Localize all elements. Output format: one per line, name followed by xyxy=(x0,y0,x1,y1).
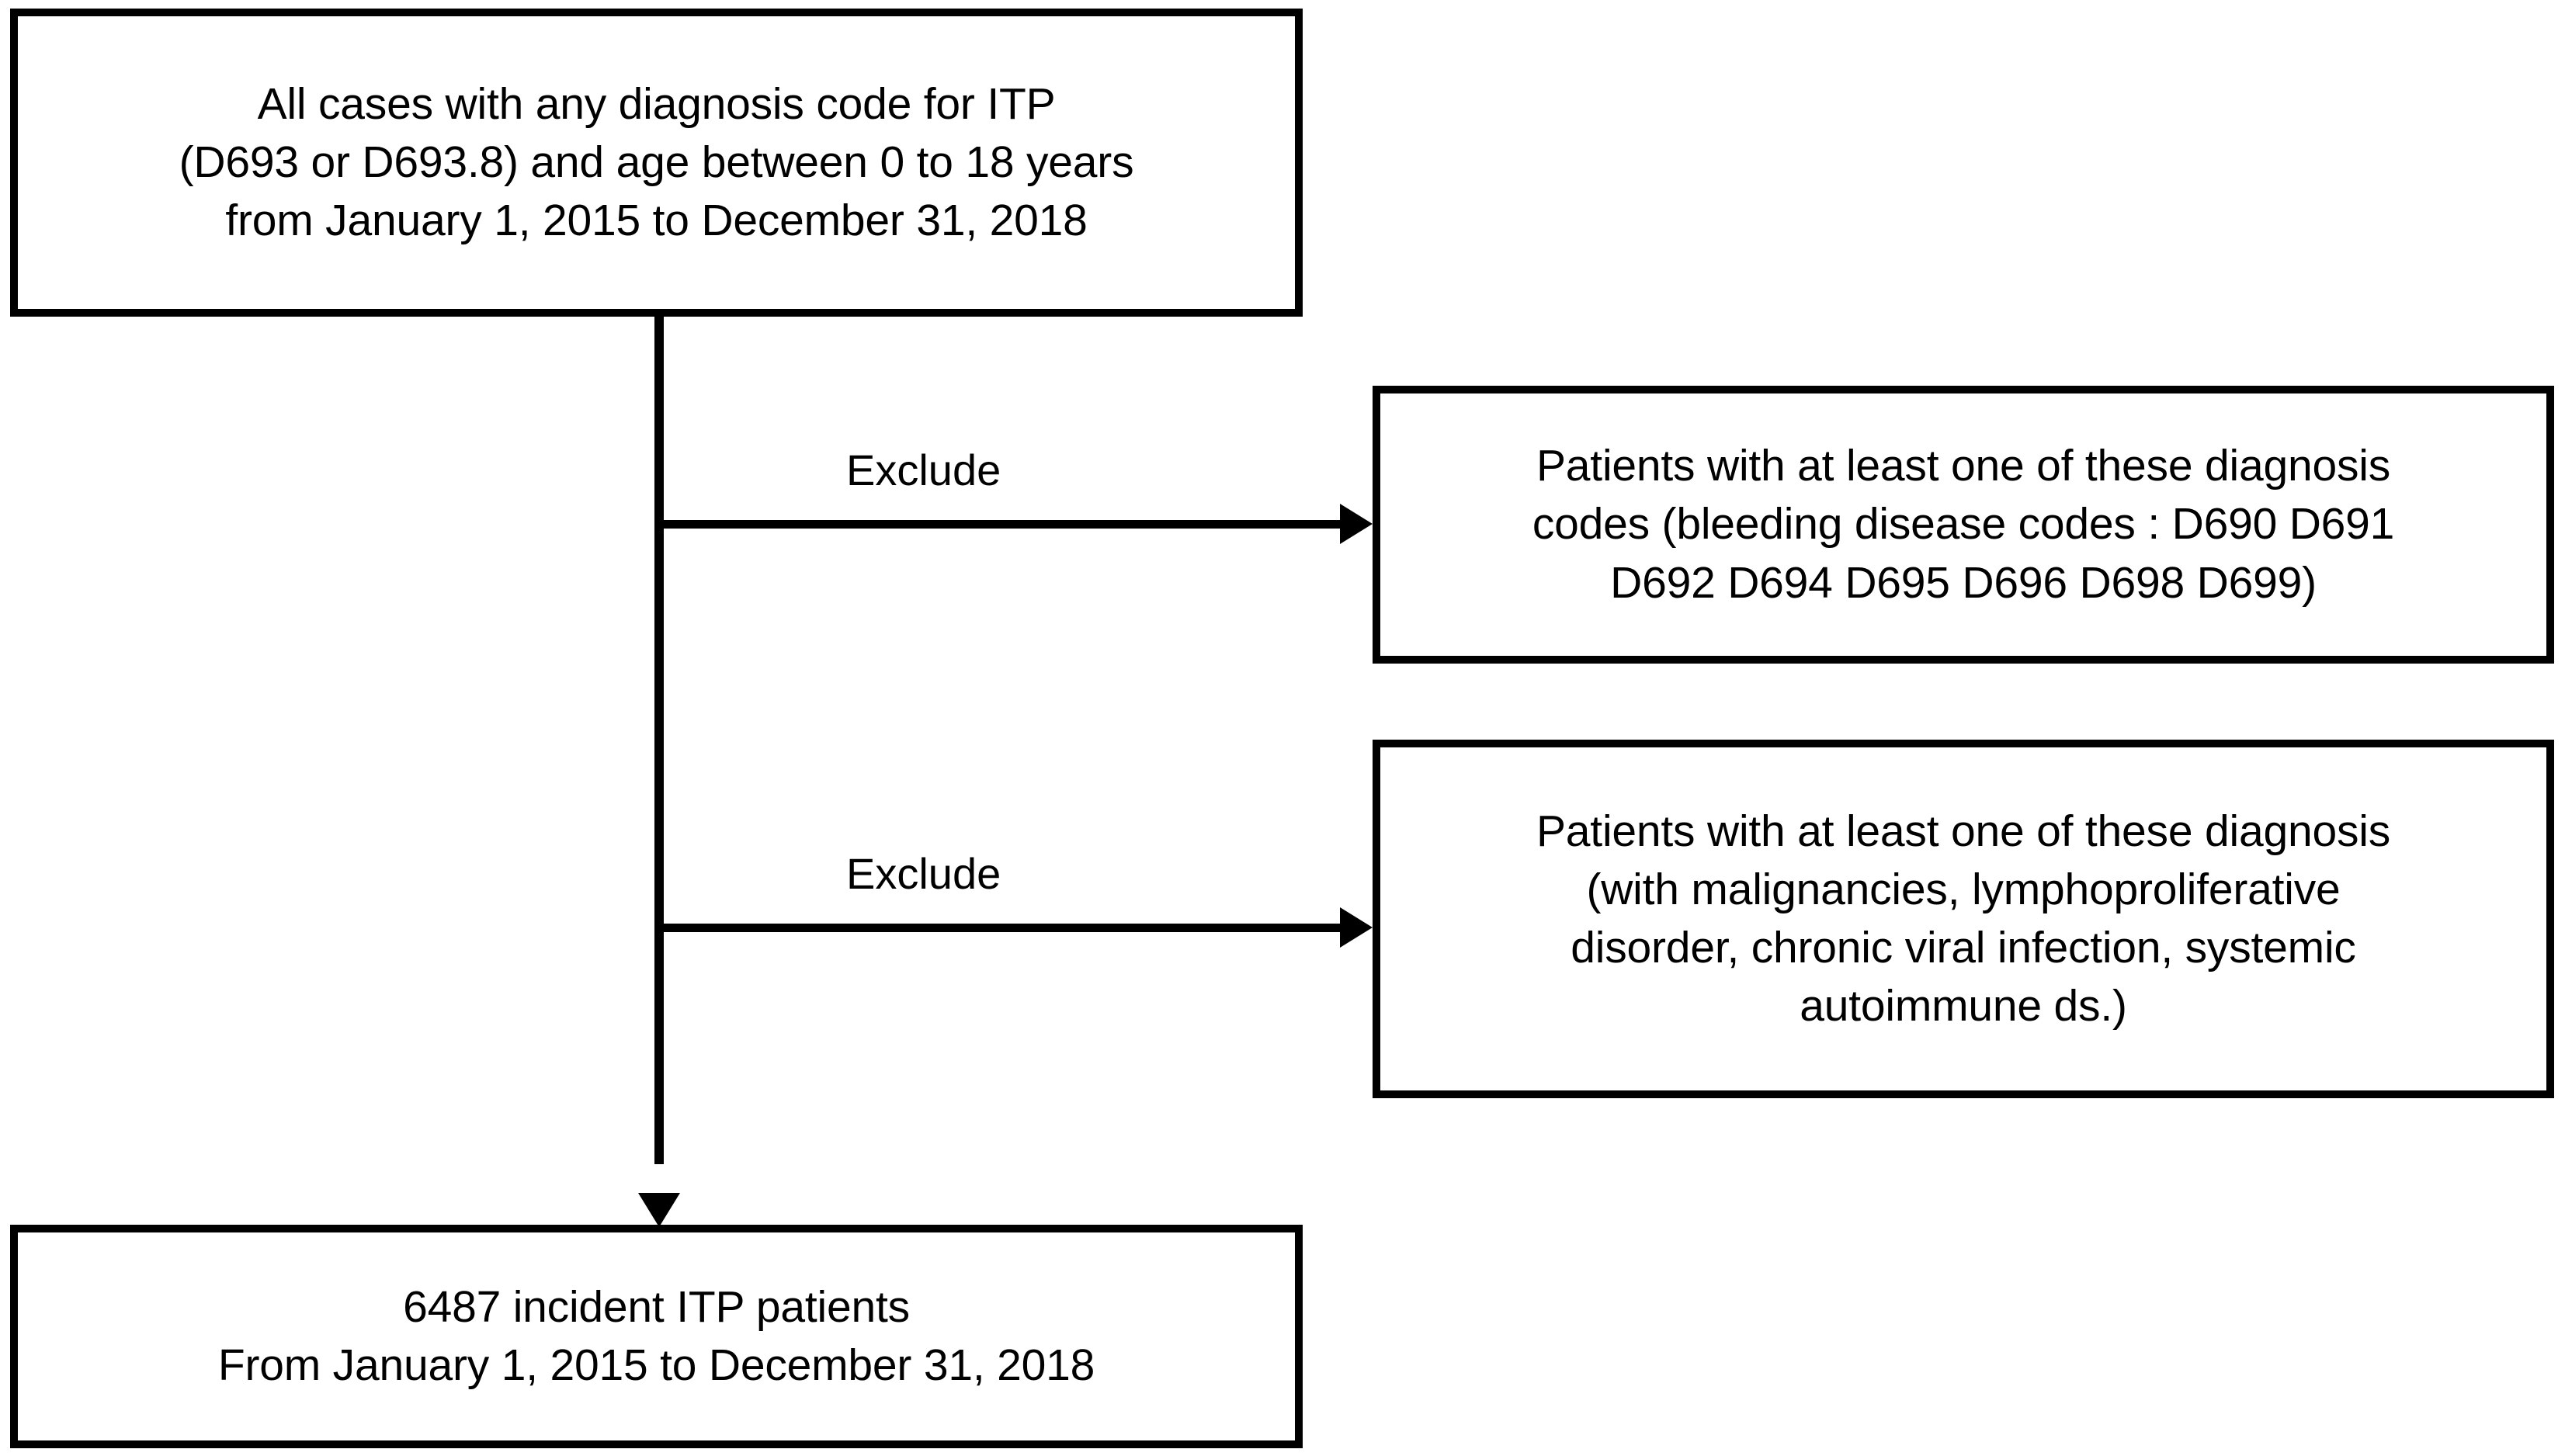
connector-vertical-trunk xyxy=(654,310,664,1164)
arrowhead-right-icon-1 xyxy=(1340,504,1373,544)
connector-branch-exclude-2 xyxy=(654,924,1345,932)
connector-branch-exclude-1 xyxy=(654,520,1345,529)
node-source-cohort-text: All cases with any diagnosis code for IT… xyxy=(179,78,1134,246)
node-final-cohort: 6487 incident ITP patients From January … xyxy=(10,1225,1303,1448)
node-exclusion-comorbidities-text: Patients with at least one of these diag… xyxy=(1536,806,2391,1031)
arrowhead-down-icon xyxy=(638,1193,680,1227)
node-final-cohort-text: 6487 incident ITP patients From January … xyxy=(217,1281,1095,1390)
node-exclusion-bleeding-codes-text: Patients with at least one of these diag… xyxy=(1532,441,2395,608)
edge-label-exclude-2: Exclude xyxy=(846,849,1001,898)
arrowhead-right-icon-2 xyxy=(1340,907,1373,948)
edge-label-exclude-1: Exclude xyxy=(846,445,1001,494)
node-exclusion-bleeding-codes: Patients with at least one of these diag… xyxy=(1373,386,2554,664)
node-source-cohort: All cases with any diagnosis code for IT… xyxy=(10,9,1303,317)
node-exclusion-comorbidities: Patients with at least one of these diag… xyxy=(1373,740,2554,1098)
